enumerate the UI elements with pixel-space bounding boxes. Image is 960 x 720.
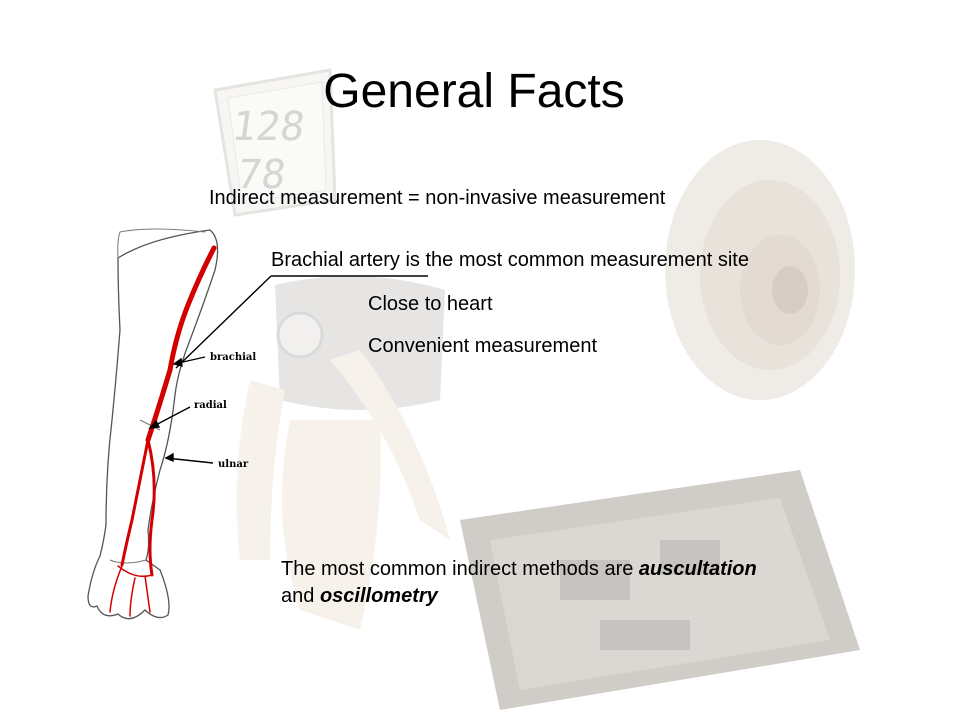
label-brachial: brachial (210, 352, 256, 363)
term-oscillometry: oscillometry (319, 585, 438, 607)
term-auscultation: auscultation (638, 558, 757, 580)
bp-monitor-image: 128 78 (213, 68, 337, 217)
label-leaders (148, 275, 428, 464)
artery-lines (109, 245, 217, 617)
monitor-systolic: 128 (229, 104, 308, 150)
sub-bullet-convenient: Convenient measurement (368, 335, 598, 357)
label-radial: radial (194, 400, 227, 411)
bullet-indirect-measurement: Indirect measurement = non-invasive meas… (209, 187, 666, 209)
bullet-brachial-artery: Brachial artery is the most common measu… (271, 249, 749, 271)
gauge-image (665, 140, 855, 400)
methods-paragraph: The most common indirect methods are aus… (281, 556, 757, 610)
sub-bullet-close-to-heart: Close to heart (368, 293, 493, 315)
cuff-image (236, 276, 450, 630)
methods-middle: and (281, 585, 320, 607)
methods-prefix: The most common indirect methods are (281, 558, 639, 580)
label-ulnar: ulnar (218, 459, 249, 470)
circuit-board-image (460, 470, 860, 710)
slide-title: General Facts (323, 65, 625, 118)
monitor-diastolic: 78 (234, 152, 289, 198)
